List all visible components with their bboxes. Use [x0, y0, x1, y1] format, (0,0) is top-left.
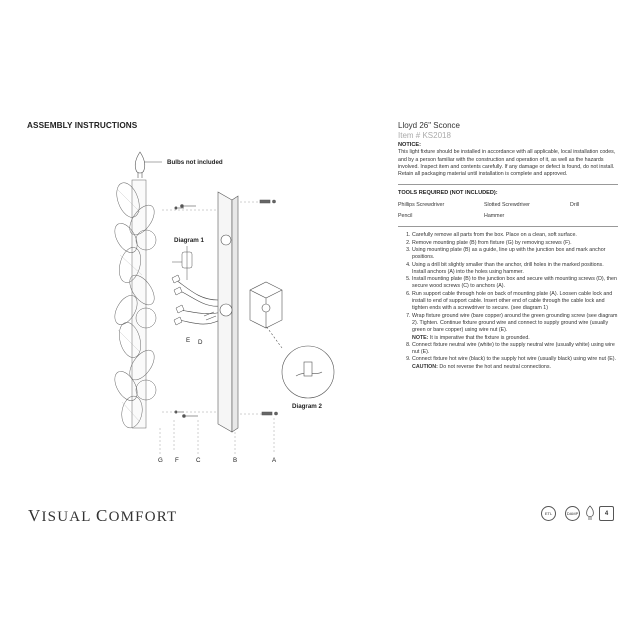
tool-item: Drill: [570, 201, 580, 208]
anchors-a: [259, 199, 278, 416]
bulb-small-icon: [586, 505, 594, 520]
part-label-g: G: [158, 457, 163, 464]
step-item: Install mounting plate (B) to the juncti…: [412, 276, 618, 291]
wood-screws-c: [180, 204, 198, 418]
bulb-count-badge: 4: [599, 506, 614, 521]
assembly-diagram: Bulbs not included: [100, 140, 380, 470]
certification-badges: ETL DAMP 4: [541, 503, 619, 523]
part-label-d: D: [198, 339, 203, 346]
step-item: Carefully remove all parts from the box.…: [412, 232, 618, 239]
wires: [175, 279, 223, 325]
page-heading: ASSEMBLY INSTRUCTIONS: [27, 121, 138, 130]
etl-badge-icon: ETL: [541, 506, 556, 521]
tool-item: Hammer: [484, 213, 505, 220]
divider: [398, 226, 618, 228]
brand-logo: VISUAL COMFORT: [28, 506, 178, 525]
step-item: Connect fixture hot wire (black) to the …: [412, 356, 618, 371]
part-label-e: E: [186, 337, 190, 344]
instructions-column: Lloyd 26" Sconce Item # KS2018 NOTICE: T…: [398, 121, 618, 371]
part-label-b: B: [233, 457, 237, 464]
bulbs-label: Bulbs not included: [167, 159, 223, 166]
caution-text: CAUTION: Do not reverse the hot and neut…: [412, 363, 551, 370]
part-label-c: C: [196, 457, 201, 464]
bulb-icon: [134, 151, 162, 178]
step-item: Run support cable through hole on back o…: [412, 291, 618, 313]
tool-item: Slotted Screwdriver: [484, 201, 530, 208]
mounting-plate: [217, 191, 239, 433]
tool-item: Pencil: [398, 213, 413, 220]
mounting-screws-d: [203, 311, 217, 321]
step-item: Wrap fixture ground wire (bare copper) a…: [412, 313, 618, 342]
product-title: Lloyd 26" Sconce: [398, 121, 460, 130]
diagram2-ground-screw: [265, 325, 335, 399]
note-text: NOTE: It is imperative that the fixture …: [412, 334, 530, 341]
step-item: Connect fixture neutral wire (white) to …: [412, 342, 618, 357]
notice-heading: NOTICE:: [398, 142, 421, 148]
diagram2-label: Diagram 2: [292, 403, 322, 410]
diagram1-label: Diagram 1: [174, 237, 204, 244]
step-item: Using mounting plate (B) as a guide, lin…: [412, 247, 618, 262]
steps-list: Carefully remove all parts from the box.…: [398, 232, 618, 371]
divider: [398, 184, 618, 186]
tools-heading: TOOLS REQUIRED (NOT INCLUDED):: [398, 190, 498, 197]
tools-list: Phillips Screwdriver Slotted Screwdriver…: [398, 202, 618, 221]
step-item: Using a drill bit slightly smaller than …: [412, 262, 618, 277]
part-label-a: A: [272, 457, 277, 464]
notice-text: This light fixture should be installed i…: [398, 149, 616, 178]
item-number: Item # KS2018: [398, 131, 451, 140]
part-label-f: F: [175, 457, 179, 464]
step-item: Remove mounting plate (B) from fixture (…: [412, 240, 618, 247]
wire-nuts: [171, 274, 185, 326]
tool-item: Phillips Screwdriver: [398, 201, 445, 208]
damp-badge-icon: DAMP: [565, 506, 580, 521]
tool-item: [570, 213, 610, 220]
crystal-fixture: [114, 179, 157, 429]
junction-box: [249, 281, 283, 329]
diagram1-cable-lock: [172, 246, 193, 280]
